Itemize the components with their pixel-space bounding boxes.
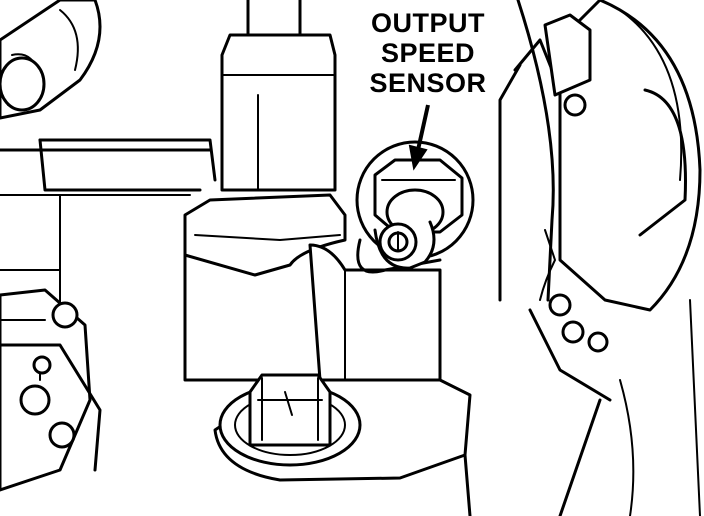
callout-line-1: OUTPUT	[371, 8, 485, 38]
left-valve-body	[0, 288, 102, 492]
callout-arrow	[408, 104, 430, 171]
callout-line-3: SENSOR	[369, 68, 487, 98]
mounting-boss	[183, 193, 347, 382]
vertical-rod	[220, 0, 337, 192]
callout-label: OUTPUT SPEED SENSOR	[352, 8, 504, 98]
right-tube	[543, 13, 592, 97]
upper-left-shaft	[0, 0, 102, 120]
right-housing	[498, 0, 702, 516]
lower-connector	[213, 373, 472, 516]
speed-sensor	[355, 140, 475, 270]
callout-line-2: SPEED	[380, 38, 476, 68]
